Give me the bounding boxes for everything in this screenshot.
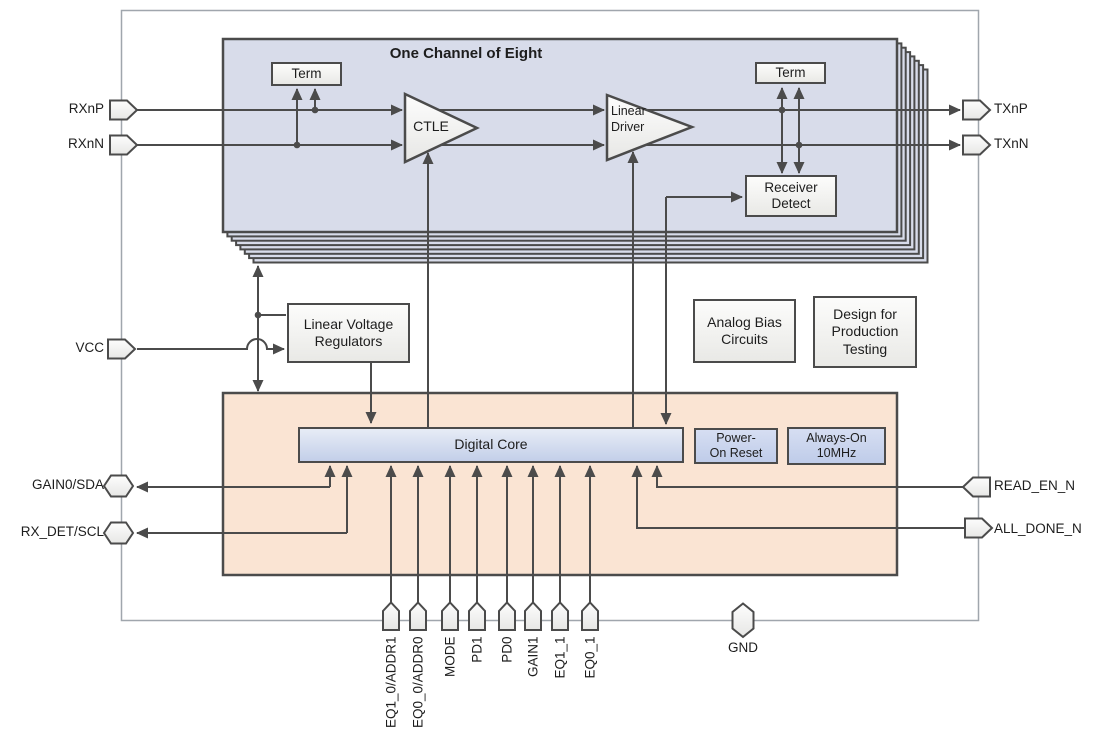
analog-bias-line2: Circuits bbox=[721, 331, 768, 347]
pin-rxnn bbox=[109, 134, 139, 156]
linear-voltage-regulators-block: Linear Voltage Regulators bbox=[287, 303, 410, 363]
label-all-done-n: ALL_DONE_N bbox=[994, 521, 1082, 536]
pin-pd1 bbox=[468, 601, 486, 631]
pin-eq0-1 bbox=[581, 601, 599, 631]
pin-eq0-0-addr0 bbox=[409, 601, 427, 631]
por-line1: Power- bbox=[716, 430, 756, 445]
analog-bias-line1: Analog Bias bbox=[707, 313, 782, 330]
pin-rxnp bbox=[109, 99, 139, 121]
receiver-detect-block: Receiver Detect bbox=[745, 175, 837, 217]
label-eq0-0-addr0: EQ0_0/ADDR0 bbox=[410, 636, 426, 729]
label-gnd: GND bbox=[728, 640, 758, 655]
label-rxnn: RXnN bbox=[67, 136, 104, 151]
label-pd1: PD1 bbox=[469, 636, 485, 663]
dfpt-line2: Production bbox=[831, 323, 899, 340]
term-left-block: Term bbox=[271, 62, 342, 86]
pin-gain0-sda bbox=[102, 474, 135, 498]
label-pd0: PD0 bbox=[499, 636, 515, 663]
label-rx-det-scl: RX_DET/SCL bbox=[20, 524, 104, 539]
pins bbox=[102, 99, 994, 639]
label-vcc: VCC bbox=[75, 340, 104, 355]
pin-gain1 bbox=[524, 601, 542, 631]
label-eq1-0-addr1: EQ1_0/ADDR1 bbox=[383, 636, 399, 729]
label-txnn: TXnN bbox=[994, 136, 1029, 151]
receiver-detect-line2: Detect bbox=[771, 196, 811, 211]
dfpt-line1: Design for bbox=[833, 306, 897, 323]
wires bbox=[136, 87, 965, 603]
term-right-label: Term bbox=[775, 64, 806, 80]
analog-bias-block: Analog Bias Circuits bbox=[693, 299, 796, 363]
always-on-10mhz-block: Always-On 10MHz bbox=[787, 427, 886, 465]
pin-read-en-n bbox=[961, 476, 991, 498]
pin-pd0 bbox=[498, 601, 516, 631]
ctle-amplifier bbox=[403, 92, 480, 164]
label-gain0-sda: GAIN0/SDA bbox=[31, 477, 104, 492]
wire-all-done bbox=[631, 465, 965, 529]
channel-title: One Channel of Eight bbox=[389, 45, 543, 62]
linear-driver-line1: Linear bbox=[611, 104, 646, 118]
label-eq0-1: EQ0_1 bbox=[582, 636, 598, 679]
por-line2: On Reset bbox=[709, 446, 763, 460]
pin-eq1-0-addr1 bbox=[382, 601, 400, 631]
pin-vcc bbox=[107, 338, 137, 360]
label-eq1-1: EQ1_1 bbox=[552, 636, 568, 679]
label-rxnp: RXnP bbox=[68, 101, 104, 116]
power-on-reset-block: Power- On Reset bbox=[694, 428, 778, 464]
lvr-line1: Linear Voltage bbox=[303, 315, 394, 332]
pin-rx-det-scl bbox=[102, 521, 135, 545]
pin-gnd bbox=[731, 602, 755, 639]
digital-core-block: Digital Core bbox=[298, 427, 684, 463]
linear-driver-amplifier bbox=[605, 93, 696, 162]
wire-read-en bbox=[651, 465, 963, 488]
lvr-line2: Regulators bbox=[314, 333, 383, 349]
ctle-label: CTLE bbox=[413, 118, 449, 134]
dfpt-line3: Testing bbox=[842, 340, 888, 357]
label-txnp: TXnP bbox=[994, 101, 1028, 116]
label-mode: MODE bbox=[442, 636, 458, 678]
pin-all-done-n bbox=[964, 517, 994, 539]
term-right-block: Term bbox=[755, 62, 826, 84]
receiver-detect-line1: Receiver bbox=[764, 179, 818, 195]
design-for-production-testing-block: Design for Production Testing bbox=[813, 296, 917, 368]
digital-core-label: Digital Core bbox=[454, 436, 528, 453]
wire-vcc-main bbox=[137, 338, 285, 355]
aon-line2: 10MHz bbox=[816, 446, 857, 460]
pin-mode bbox=[441, 601, 459, 631]
junction-dots bbox=[254, 106, 803, 319]
aon-line1: Always-On bbox=[806, 430, 867, 445]
pin-eq1-1 bbox=[551, 601, 569, 631]
linear-driver-line2: Driver bbox=[611, 120, 645, 134]
pin-txnp bbox=[962, 99, 992, 121]
pin-txnn bbox=[962, 134, 992, 156]
linear-driver-label: Linear Driver bbox=[611, 103, 669, 135]
term-left-label: Term bbox=[291, 65, 322, 81]
label-gain1: GAIN1 bbox=[525, 636, 541, 678]
label-read-en-n: READ_EN_N bbox=[994, 478, 1076, 493]
